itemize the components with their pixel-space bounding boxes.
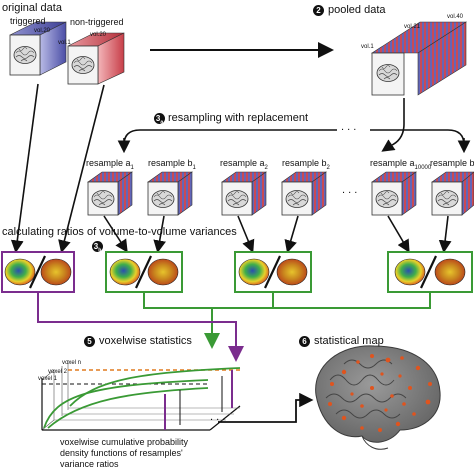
tree-ellipsis: . . .: [341, 121, 357, 133]
step-3b-badge: 3b: [92, 241, 103, 254]
original-data-label: original data: [2, 2, 62, 14]
vol-1-label-p: vol.1: [361, 44, 374, 50]
heatmap-box-2: [234, 251, 312, 293]
non-triggered-stack: [67, 32, 125, 85]
heatmap-box-10000: [387, 251, 473, 293]
voxel-n-label: voxel n: [62, 360, 82, 366]
triggered-stack: [9, 21, 67, 76]
pooled-data-label: pooled data: [328, 4, 386, 16]
heatmap-box-original: [1, 251, 75, 293]
caption-line-1: voxelwise cumulative probability: [60, 437, 189, 447]
statistical-map-brain: [315, 345, 441, 450]
pooled-stack: [370, 21, 468, 96]
resample-ellipsis: . . .: [342, 184, 358, 196]
step-2-badge: 2: [313, 5, 324, 16]
cdf-plot: [41, 360, 241, 431]
voxelwise-statistics-label: voxelwise statistics: [99, 335, 192, 347]
caption-line-2: density functions of resamples': [60, 448, 183, 458]
to-map-arrow: [218, 392, 314, 423]
step-5-badge: 5: [84, 336, 95, 347]
vol-21-label: vol.21: [404, 24, 421, 30]
vol-20-label-b: vol.20: [90, 32, 107, 38]
resample-stacks: [87, 171, 474, 216]
triggered-label: triggered: [10, 16, 46, 26]
heatmap-box-1: [105, 251, 183, 293]
green-connectors: [143, 292, 431, 349]
resample-a10000-label: resample a10000: [370, 158, 432, 171]
resample-b2-label: resample b2: [282, 158, 330, 171]
resample-to-heat-arrows: [103, 215, 452, 254]
vol-20-label-a: vol.20: [34, 28, 51, 34]
vol-1-label-b: vol.1: [58, 40, 71, 46]
triggered-down-arrow: [10, 83, 39, 254]
statistical-map-label: statistical map: [314, 335, 384, 347]
step-6-badge: 6: [299, 336, 310, 347]
vol-40-label: vol.40: [447, 14, 464, 20]
non-triggered-label: non-triggered: [70, 17, 124, 27]
tree-arrow-2: [381, 123, 405, 152]
resampling-label: resampling with replacement: [168, 112, 309, 124]
plot-ellipsis: . . .: [210, 411, 226, 423]
calc-ratios-label: calculating ratios of volume-to-volume v…: [2, 226, 237, 238]
resampling-tree: [123, 129, 465, 146]
voxel-1-label: voxel 1: [38, 376, 58, 382]
resample-a2-label: resample a2: [220, 158, 268, 171]
resample-b10000-label: resample b: [430, 158, 474, 168]
nontriggered-down-arrow: [58, 84, 105, 254]
voxel-2-label: voxel 2: [48, 369, 68, 375]
caption-line-3: variance ratios: [60, 459, 119, 469]
resample-a1-label: resample a1: [86, 158, 134, 171]
purple-connector: [37, 292, 244, 362]
resample-b1-label: resample b1: [148, 158, 196, 171]
step-3a-badge: 3a: [154, 113, 165, 126]
